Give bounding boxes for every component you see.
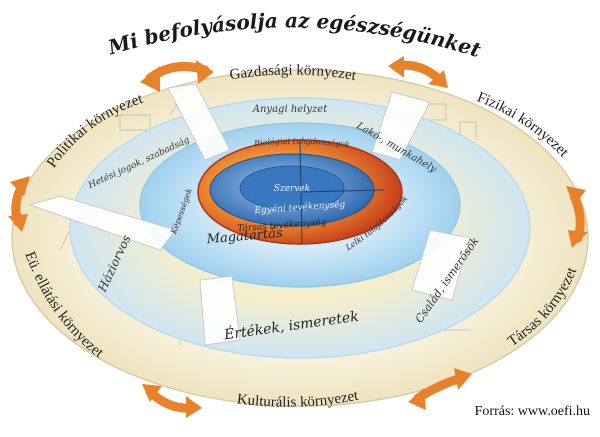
arrow-top-right-icon [388,56,448,88]
label-economic: Gazdasági környezet [229,62,359,84]
core-divider [299,139,303,245]
label-financial: Anyagi helyzet [252,104,328,115]
arrow-right-icon [566,186,588,248]
label-organs: Szervek [274,184,310,194]
arrow-bottom-left-icon [142,384,202,418]
core-organs [239,165,345,211]
arrow-top-left-icon [140,60,214,92]
arrow-left-icon [8,176,30,232]
core-divider-2 [301,189,385,193]
arrow-bottom-right-icon [408,368,472,410]
source-credit: Forrás: www.oefi.hu [475,404,590,419]
diagram-title: Mi befolyásolja az egészségünket? [0,0,484,62]
label-behavior: Magatartás [205,226,283,248]
arrows [8,56,588,418]
panel-dividers [28,83,471,346]
